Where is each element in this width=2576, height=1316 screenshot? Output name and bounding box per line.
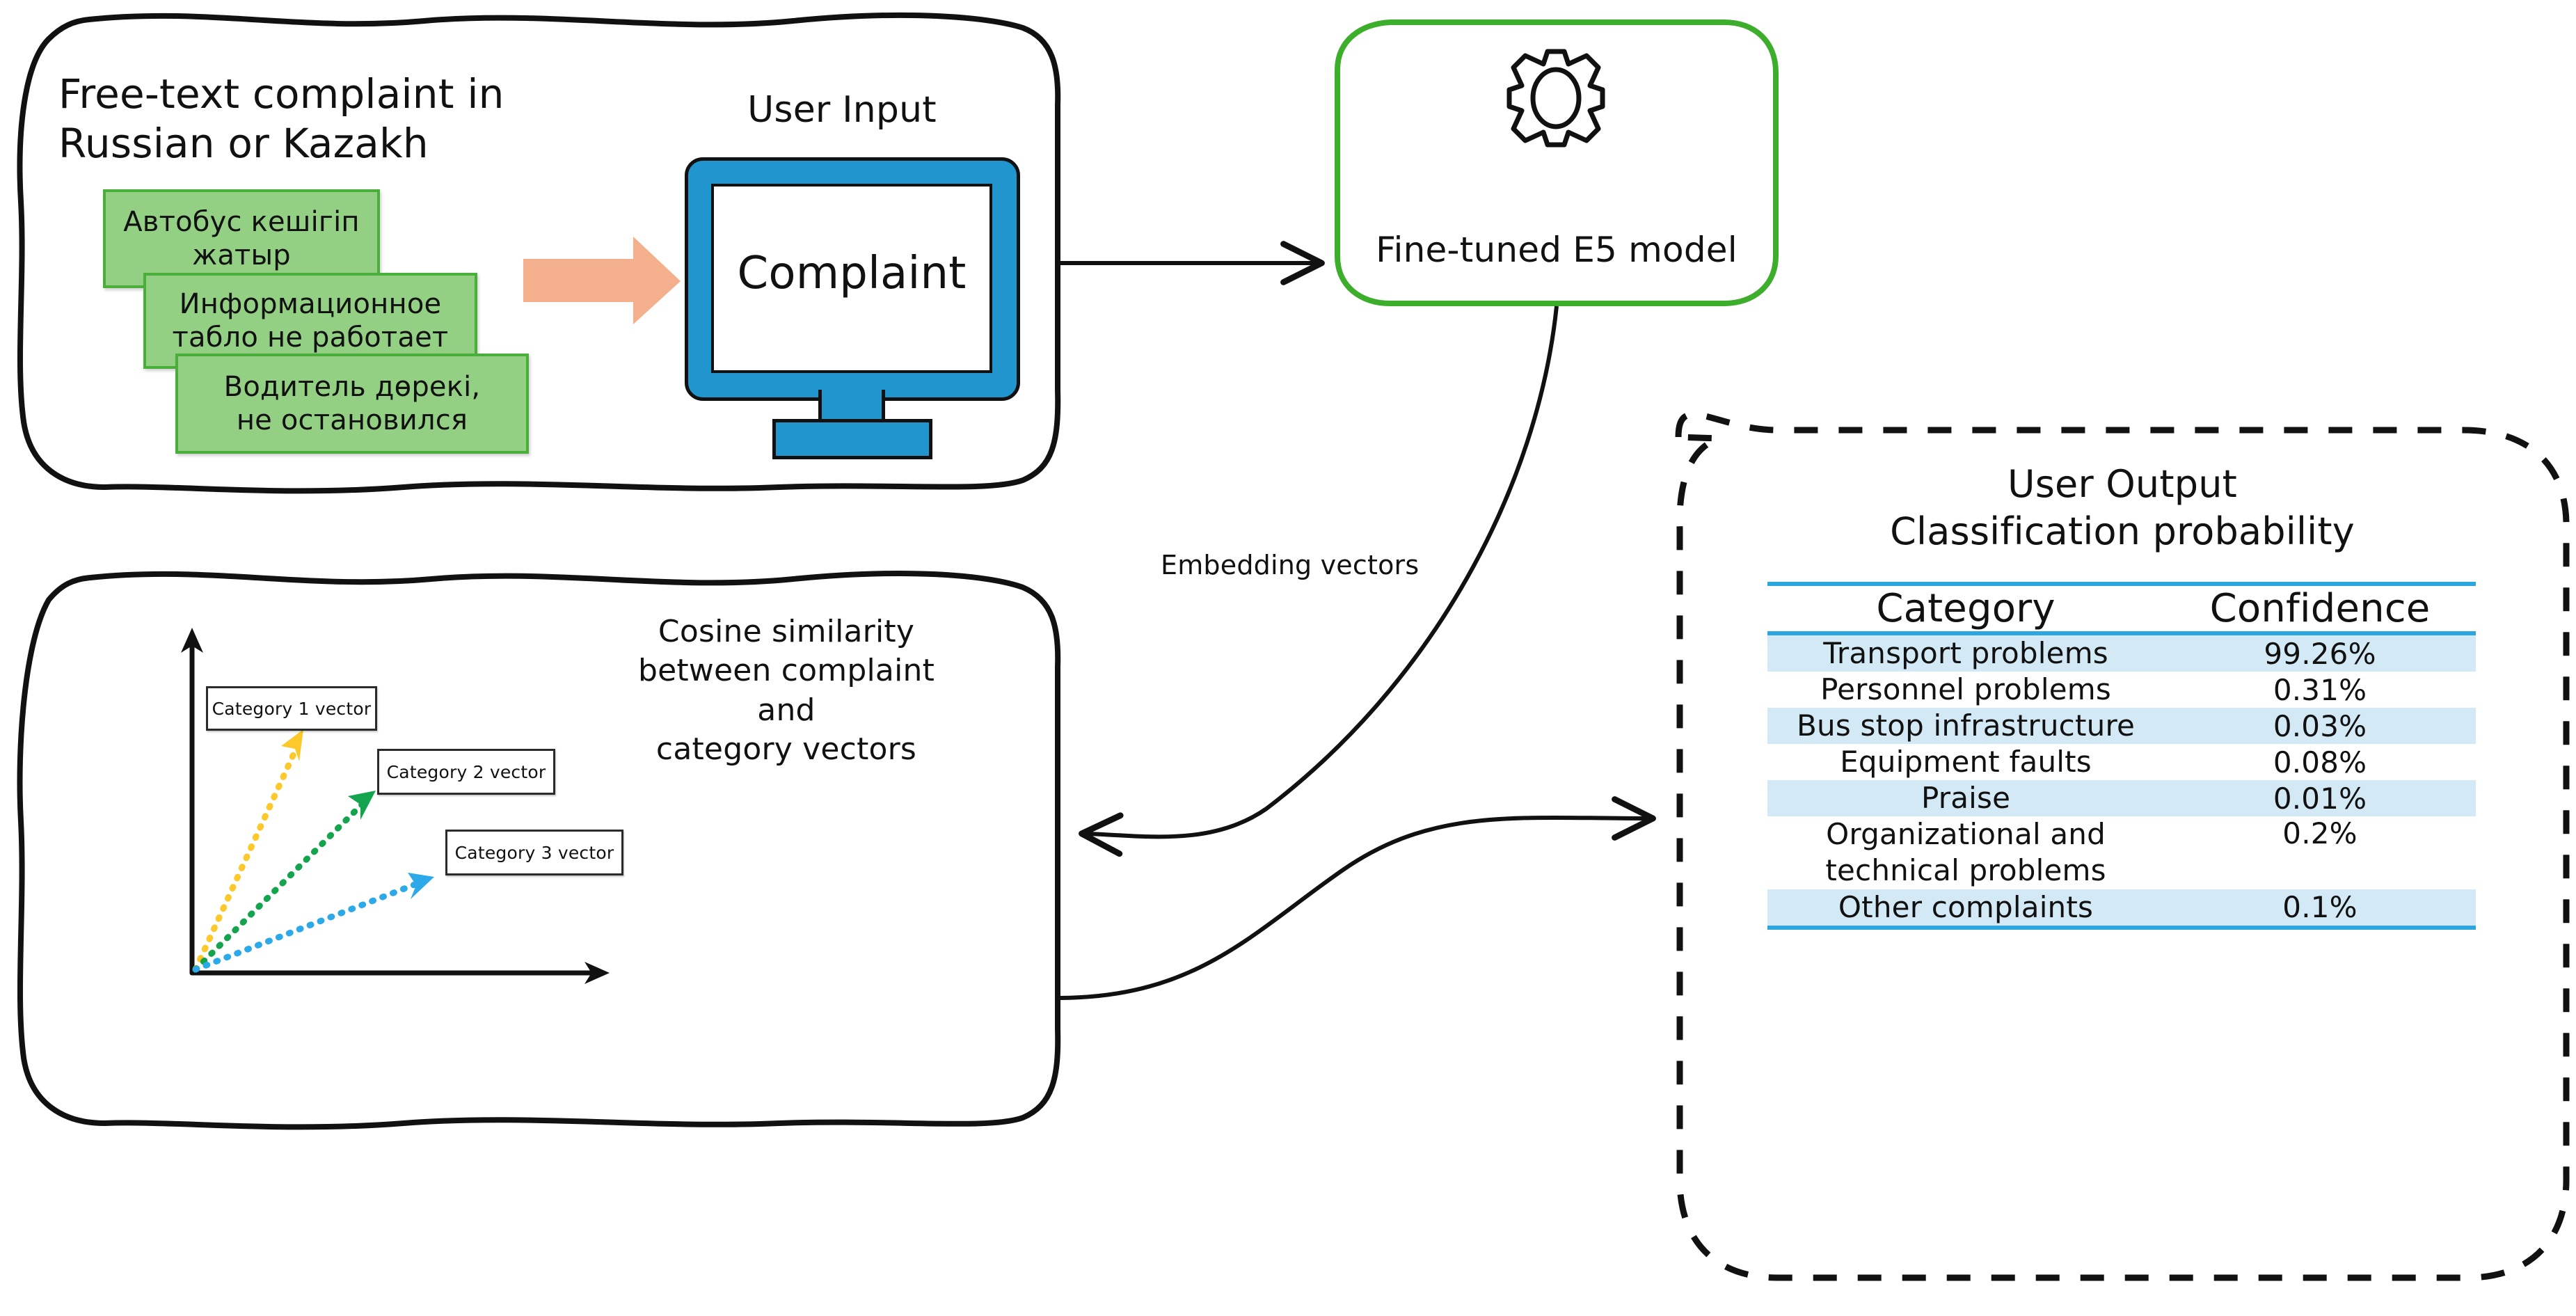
similarity-panel-outline — [17, 571, 1061, 1130]
table-row[interactable]: Organizational and technical problems 0.… — [1767, 816, 2476, 889]
table-row[interactable]: Equipment faults 0.08% — [1767, 744, 2476, 780]
output-panel-outline — [1675, 411, 2570, 1281]
row-confidence: 99.26% — [2164, 635, 2476, 672]
category-1-vector-label[interactable]: Category 1 vector — [206, 686, 377, 731]
output-title-line1: User Output — [2007, 462, 2238, 506]
complaint-bubble-3-line2: не остановился — [236, 404, 468, 436]
table-row[interactable]: Other complaints 0.1% — [1767, 889, 2476, 926]
category-2-vector-arrow — [192, 798, 368, 973]
category-1-vector-label-text: Category 1 vector — [212, 698, 372, 719]
user-input-label: User Input — [747, 89, 937, 131]
table-row[interactable]: Personnel problems 0.31% — [1767, 672, 2476, 708]
category-3-vector-arrow — [192, 879, 424, 973]
table-header-rule — [1767, 631, 2476, 635]
row-category: Praise — [1767, 780, 2165, 817]
model-label: Fine-tuned E5 model — [1376, 230, 1738, 270]
input-panel-title-line2: Russian or Kazakh — [58, 119, 429, 167]
embedding-vectors-label: Embedding vectors — [1161, 550, 1420, 580]
row-confidence: 0.01% — [2164, 780, 2476, 817]
category-2-vector-label[interactable]: Category 2 vector — [377, 749, 555, 795]
table-row[interactable]: Praise 0.01% — [1767, 780, 2476, 817]
row-confidence: 0.03% — [2164, 708, 2476, 745]
cosine-caption-line3: category vectors — [655, 731, 917, 767]
category-2-vector-label-text: Category 2 vector — [386, 761, 546, 782]
cosine-caption-line2: between complaint and — [637, 653, 935, 728]
input-panel-outline — [17, 12, 1061, 494]
column-header-confidence: Confidence — [2209, 586, 2431, 631]
edge-model-to-similarity — [1079, 306, 1559, 857]
cosine-similarity-caption: Cosine similarity between complaint and … — [612, 612, 960, 769]
category-3-vector-label-text: Category 3 vector — [454, 842, 614, 863]
complaint-bubble-1-line2: жатыр — [192, 239, 291, 271]
table-top-rule — [1767, 582, 2476, 586]
row-confidence: 0.31% — [2273, 672, 2367, 707]
row-category: Other complaints — [1767, 889, 2165, 926]
output-title-line2: Classification probability — [1890, 509, 2355, 554]
monitor-screen[interactable]: Complaint — [711, 184, 992, 373]
monitor-stand-base — [772, 419, 932, 459]
row-category: Organizational and technical problems — [1825, 817, 2106, 888]
complaint-bubble-2-line1: Информационное — [179, 288, 442, 320]
row-category: Equipment faults — [1840, 745, 2092, 779]
complaint-bubble-2-line2: табло не работает — [172, 322, 449, 354]
model-panel-outline — [1335, 19, 1779, 306]
row-category: Personnel problems — [1820, 672, 2111, 707]
row-category: Bus stop infrastructure — [1767, 708, 2165, 745]
row-confidence: 0.08% — [2273, 745, 2367, 779]
input-panel-title: Free-text complaint in Russian or Kazakh — [58, 70, 546, 168]
category-1-vector-arrow — [192, 738, 303, 973]
complaint-bubble-3[interactable]: Водитель дөрекі, не остановился — [175, 354, 529, 454]
table-header-row: Category Confidence — [1767, 586, 2476, 631]
complaint-bubble-1-line1: Автобус кешігіп — [123, 206, 360, 238]
input-panel-title-line1: Free-text complaint in — [58, 70, 504, 118]
cosine-caption-line1: Cosine similarity — [658, 614, 915, 649]
vector-chart — [181, 628, 610, 984]
table-row[interactable]: Transport problems 99.26% — [1767, 635, 2476, 672]
category-3-vector-label[interactable]: Category 3 vector — [445, 830, 623, 875]
column-header-category: Category — [1876, 586, 2056, 631]
gear-icon — [1506, 49, 1605, 148]
edge-similarity-to-output — [1057, 796, 1656, 1000]
row-confidence: 0.1% — [2164, 889, 2476, 926]
output-panel-title: User Output Classification probability — [1719, 461, 2526, 555]
complaint-bubble-3-line1: Водитель дөрекі, — [223, 371, 481, 403]
classification-results-table: Category Confidence Transport problems 9… — [1767, 582, 2476, 930]
complaint-bubble-2[interactable]: Информационное табло не работает — [143, 273, 477, 369]
peach-arrow-icon — [523, 237, 681, 324]
table-bottom-rule — [1767, 925, 2476, 930]
row-category: Transport problems — [1767, 635, 2165, 672]
monitor-screen-text: Complaint — [737, 248, 967, 299]
table-row[interactable]: Bus stop infrastructure 0.03% — [1767, 708, 2476, 745]
row-confidence: 0.2% — [2282, 816, 2358, 851]
